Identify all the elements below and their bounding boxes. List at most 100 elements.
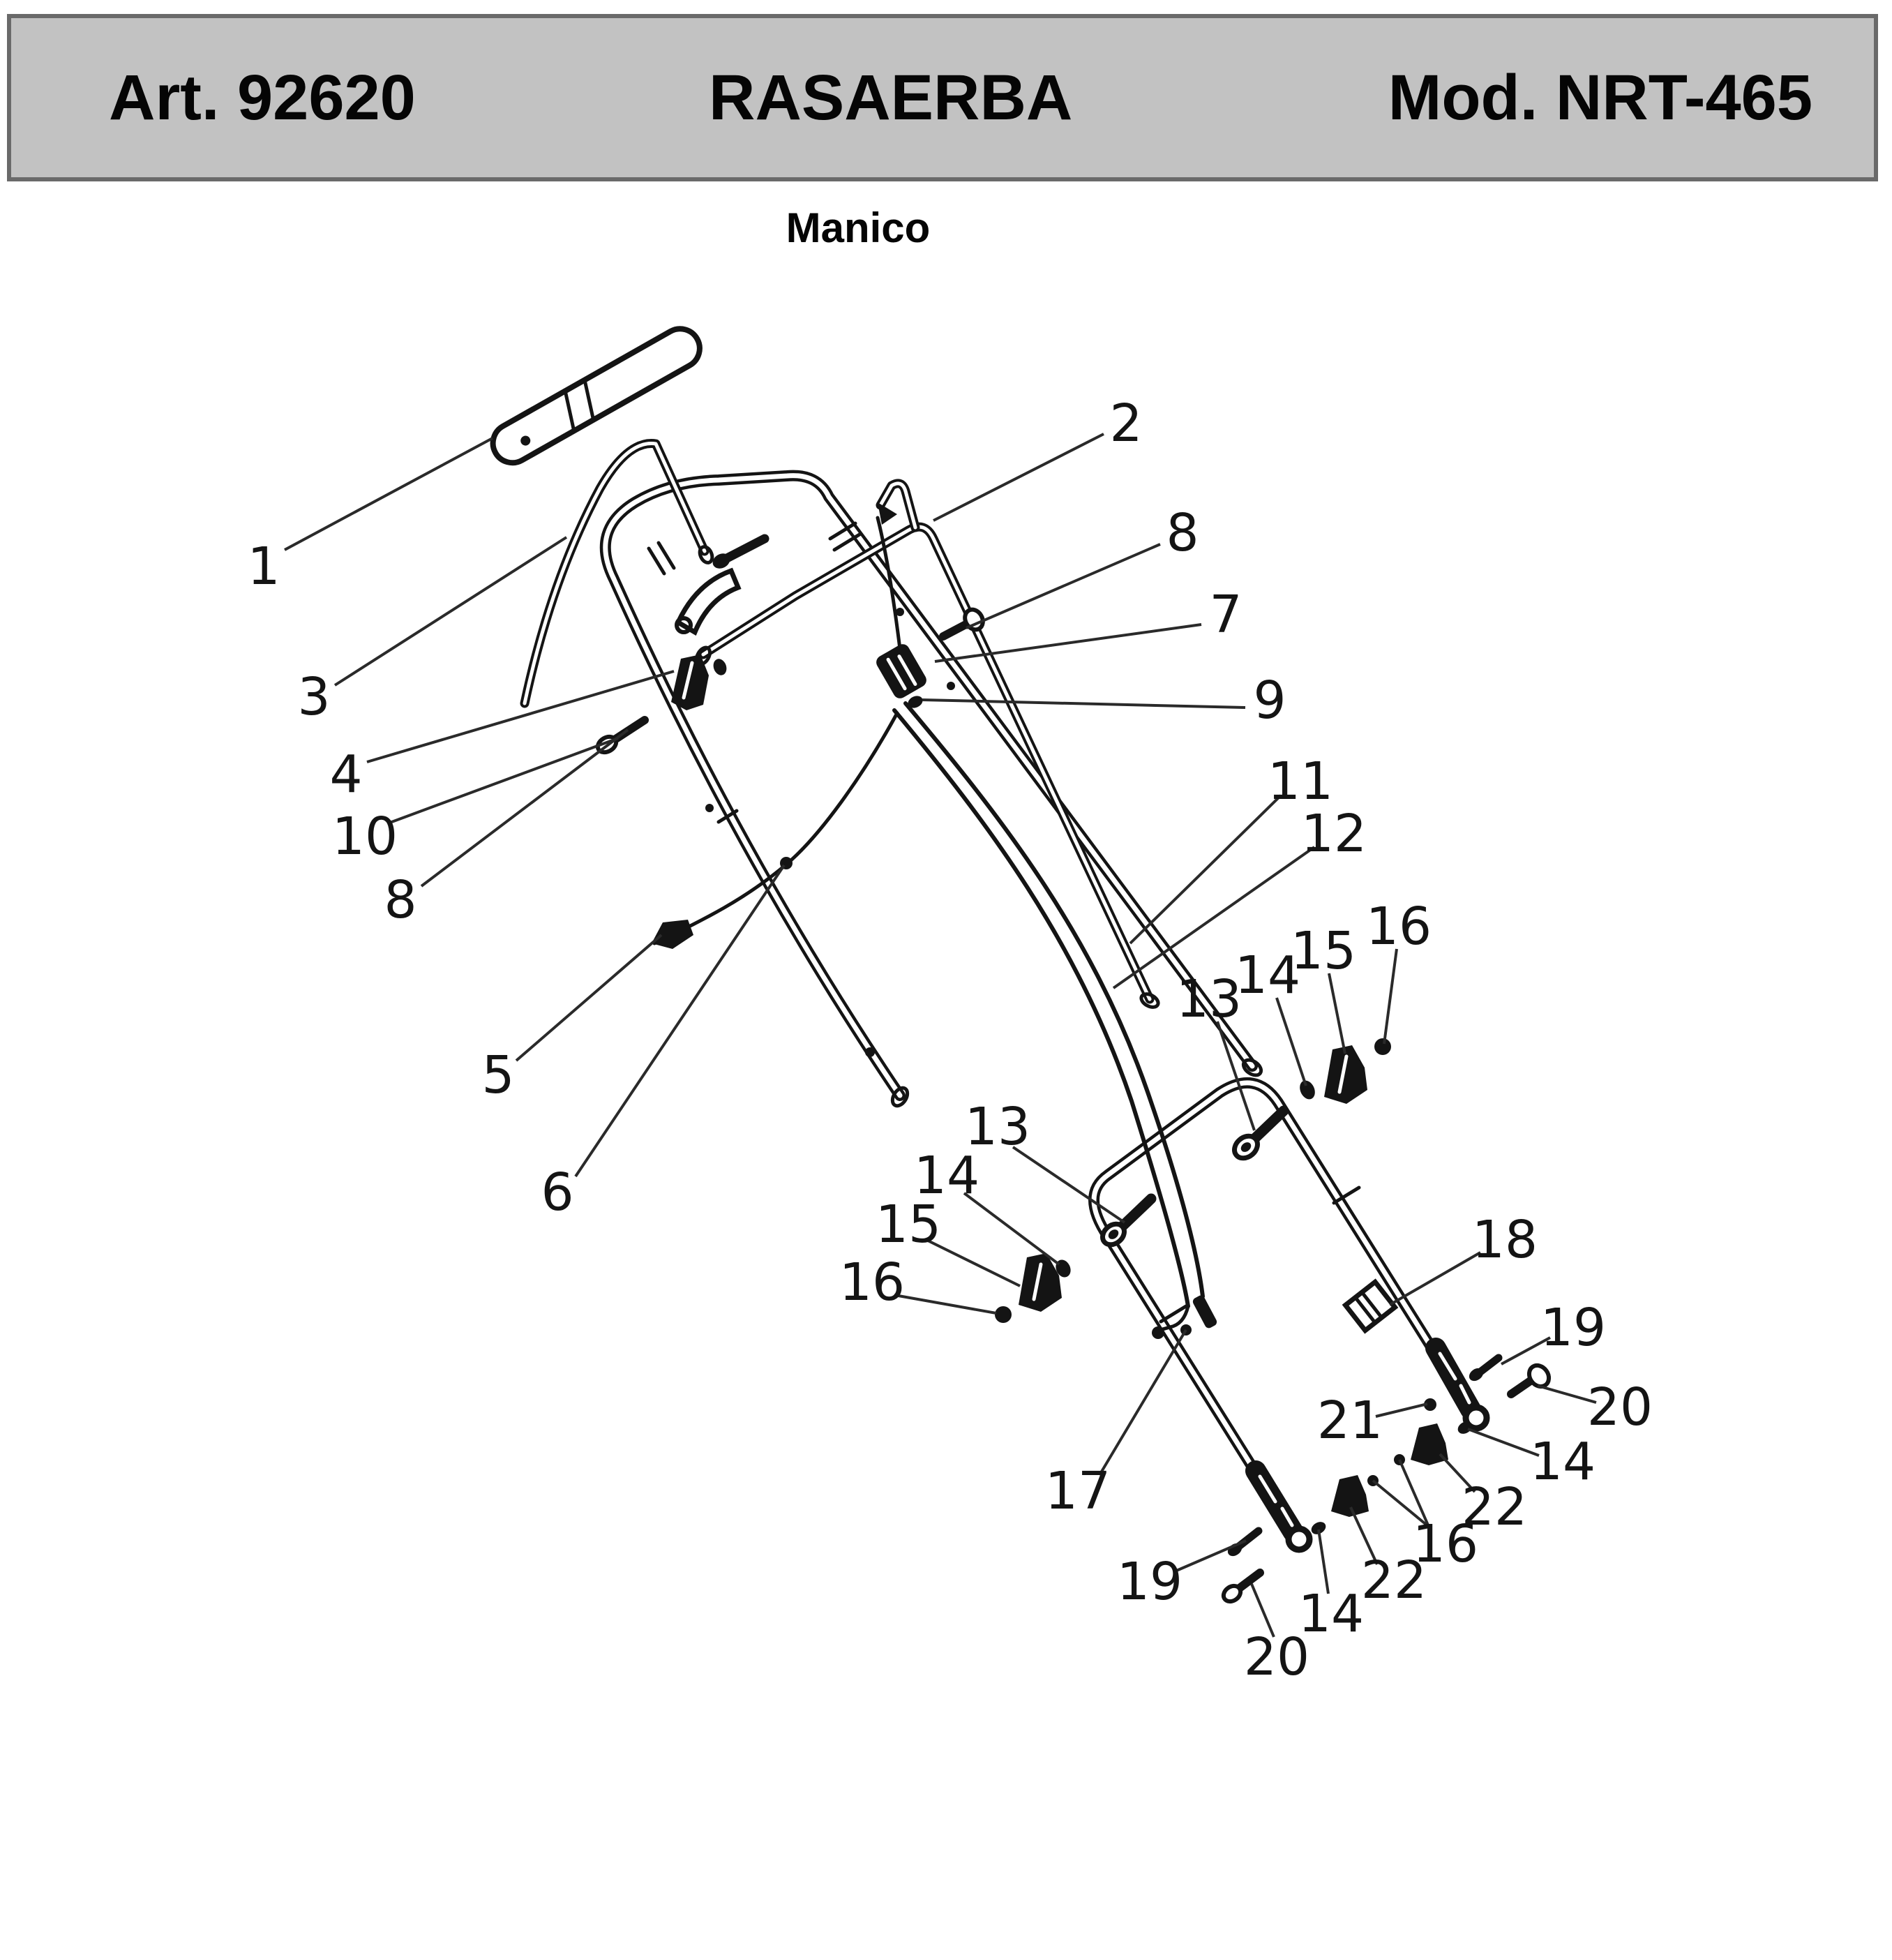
part-number-label: 12	[1301, 804, 1367, 864]
leader-line	[1112, 846, 1316, 989]
leader-line	[934, 623, 1202, 663]
part-number-label: 8	[384, 870, 416, 930]
leader-line	[1317, 1529, 1330, 1594]
part-number-label: 9	[1253, 671, 1286, 731]
leader-line	[1174, 1539, 1247, 1573]
leader-line	[1129, 794, 1282, 945]
part-number-label: 20	[1244, 1627, 1309, 1687]
leader-line	[387, 737, 619, 825]
part-number-label: 10	[332, 807, 398, 867]
part-number-label: 18	[1472, 1210, 1538, 1270]
part-number-label: 8	[1166, 503, 1199, 563]
callout-13: 13	[1176, 969, 1256, 1131]
leader-line	[1012, 1146, 1126, 1224]
part-number-label: 19	[1540, 1298, 1606, 1358]
upper-handle-tube	[599, 470, 1263, 1108]
part-number-label: 2	[1109, 394, 1142, 454]
callout-4: 4	[329, 670, 675, 805]
callout-10: 10	[332, 737, 619, 867]
callout-14: 14	[914, 1146, 1060, 1266]
callout-20: 20	[1537, 1377, 1653, 1437]
part-number-label: 15	[876, 1195, 941, 1255]
clamp-bolt-13	[1115, 1193, 1157, 1234]
bail-cable-stub	[876, 516, 902, 651]
cable-guide-part18	[1342, 1278, 1399, 1334]
clamp-washer-14	[1056, 1259, 1071, 1278]
pivot-bracket	[876, 644, 926, 698]
part-number-label: 16	[1366, 897, 1432, 957]
leader-line	[1389, 1251, 1481, 1306]
leader-line	[1328, 973, 1346, 1054]
lower-handle-tube	[1088, 1077, 1490, 1553]
leader-line	[922, 698, 1246, 709]
clamp-group-left	[995, 1193, 1157, 1323]
clamp-bolt-13	[1247, 1105, 1289, 1146]
part-number-label: 1	[247, 537, 280, 597]
washer-14-left	[1311, 1522, 1326, 1534]
lower-end-hardware	[1180, 1324, 1552, 1604]
part-number-label: 22	[1462, 1477, 1527, 1537]
callout-19: 19	[1117, 1539, 1247, 1612]
callout-13: 13	[965, 1097, 1126, 1224]
crossbar-hardware	[595, 534, 769, 755]
washer-21	[1424, 1398, 1436, 1411]
cable-end-nipple	[1152, 1326, 1164, 1339]
leader-line	[1372, 1479, 1430, 1528]
cable-clip-group	[652, 608, 955, 1057]
callout-15: 15	[1291, 921, 1356, 1054]
leader-line	[574, 864, 786, 1178]
leader-line	[1537, 1384, 1597, 1404]
callout-3: 3	[297, 536, 568, 727]
leader-line	[894, 1294, 997, 1315]
leader-line	[1383, 948, 1398, 1045]
curved-bracket	[675, 567, 742, 636]
callout-18: 18	[1389, 1210, 1538, 1306]
tube-joint-marks	[647, 521, 1361, 1324]
part-number-label: 11	[1268, 751, 1333, 811]
part-number-label: 15	[1291, 921, 1356, 981]
callout-11: 11	[1129, 751, 1333, 945]
part-number-label: 19	[1117, 1552, 1182, 1612]
part-number-label: 6	[541, 1162, 573, 1222]
clamp-lever-15	[1324, 1045, 1367, 1104]
callout-21: 21	[1317, 1391, 1428, 1451]
leader-line	[420, 728, 629, 888]
callout-8: 8	[966, 503, 1199, 629]
clamp-washer-14	[1300, 1080, 1315, 1100]
leader-line	[1275, 997, 1307, 1086]
part-number-label: 7	[1209, 585, 1242, 645]
leader-line	[1467, 1428, 1540, 1457]
part-number-label: 5	[481, 1045, 514, 1105]
bolt-19-right	[1476, 1354, 1503, 1376]
part-number-label: 14	[1298, 1584, 1364, 1644]
crossbar-bolt	[722, 534, 769, 563]
leader-line	[1375, 1402, 1428, 1418]
part-number-label: 16	[839, 1252, 905, 1312]
leader-line	[333, 536, 568, 687]
grip	[490, 326, 703, 466]
clamp-part4	[671, 654, 709, 710]
part-number-label: 14	[1235, 945, 1300, 1005]
bolt-19-left	[1235, 1527, 1263, 1550]
callout-20: 20	[1244, 1583, 1309, 1687]
callout-7: 7	[934, 585, 1242, 663]
callout-14: 14	[1298, 1529, 1364, 1644]
leader-line	[1501, 1336, 1551, 1366]
leader-line	[1216, 1021, 1256, 1131]
leader-line	[515, 934, 663, 1062]
callout-14: 14	[1467, 1428, 1596, 1492]
part-number-label: 17	[1045, 1461, 1111, 1521]
callout-16: 16	[1372, 1459, 1478, 1574]
callout-19: 19	[1501, 1298, 1606, 1366]
leader-line	[1349, 1506, 1379, 1565]
callout-5: 5	[481, 934, 663, 1105]
leader-line	[933, 433, 1104, 522]
leader-line	[963, 1192, 1060, 1266]
callout-2: 2	[933, 394, 1143, 522]
support-tube	[520, 439, 714, 708]
pivot-bracket-group	[876, 607, 985, 708]
header-band: Art. 92620 RASAERBA Mod. NRT-465	[7, 14, 1878, 181]
